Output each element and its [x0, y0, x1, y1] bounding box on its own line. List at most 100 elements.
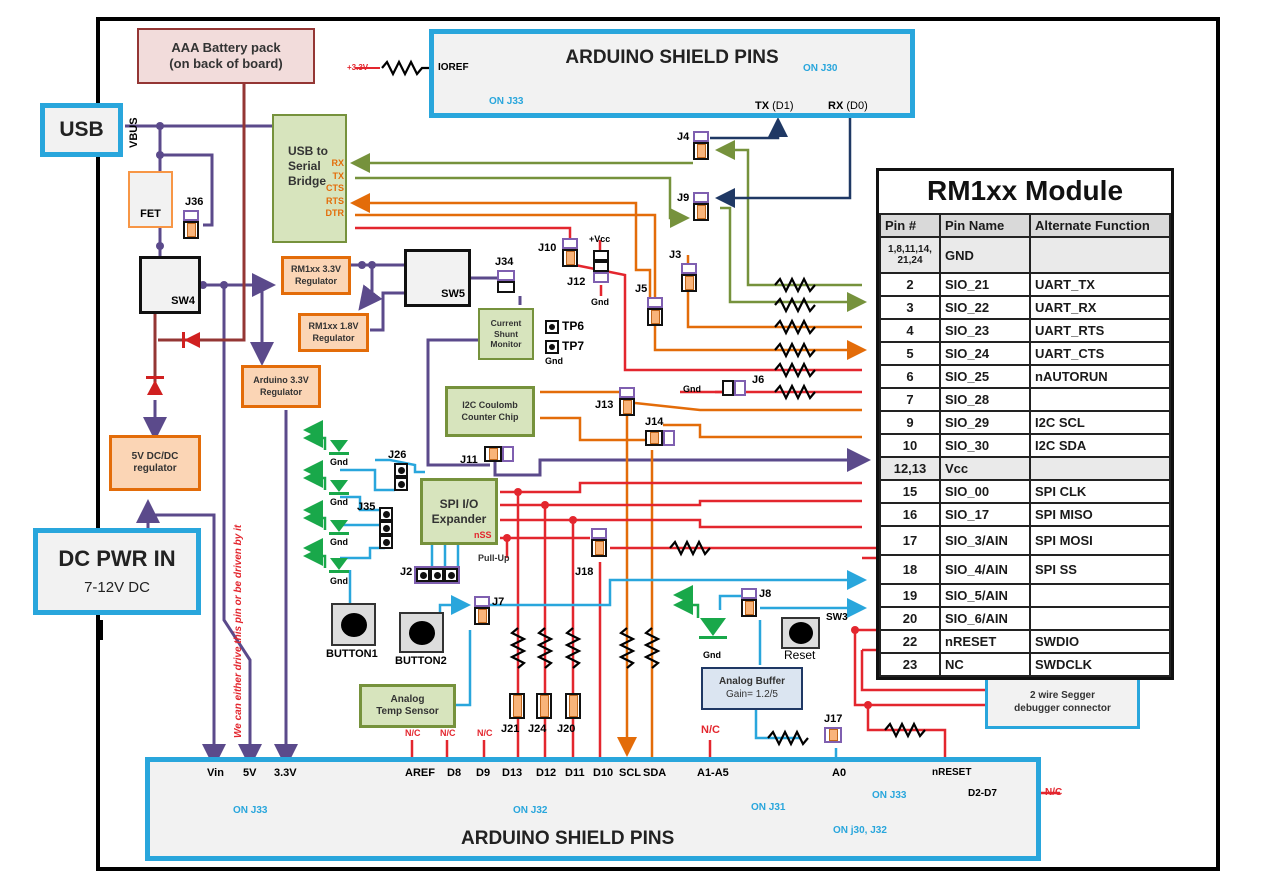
jumper-label: J11 [460, 454, 478, 466]
jumper-j34[interactable] [497, 270, 515, 293]
gnd-label: Gnd [330, 576, 348, 586]
jumper-j13[interactable] [619, 387, 635, 416]
jumper-contact [647, 308, 663, 326]
pin-cell-pin: 1,8,11,14, 21,24 [879, 236, 941, 274]
pin-cell-alt: SPI SS [1029, 554, 1171, 585]
button2[interactable] [399, 612, 444, 653]
jumper-j5[interactable] [647, 297, 663, 326]
jumper-j4[interactable] [693, 131, 709, 160]
jumper-j36[interactable] [183, 210, 199, 239]
ioref-note: ON J33 [489, 96, 524, 107]
shield-pin-5v: 5V [243, 767, 257, 779]
jumper-contact [539, 695, 549, 717]
usb-connector: USB [40, 103, 123, 157]
pin-cell-name: Vcc [939, 456, 1031, 481]
tp6-label: TP6 [562, 319, 585, 333]
jumper-contact [433, 571, 441, 579]
sw5-switch[interactable]: SW5 [404, 249, 471, 307]
pin-cell-name: SIO_4/AIN [939, 554, 1031, 585]
shield-pin-sda: SDA [643, 767, 667, 779]
jumper-contact [722, 380, 734, 396]
pin-cell-name: SIO_25 [939, 364, 1031, 389]
jumper-j17[interactable] [824, 727, 842, 743]
jumper-contact [488, 448, 498, 460]
jumper-contact [593, 272, 609, 283]
tp7-label: TP7 [562, 339, 585, 353]
jumper-contact [474, 607, 490, 625]
jumper-j11[interactable] [484, 446, 514, 462]
jumper-contact [593, 261, 609, 272]
jumper-j9[interactable] [693, 192, 709, 221]
jumper-j24[interactable] [536, 693, 552, 719]
pin-cell-name: SIO_00 [939, 479, 1031, 504]
jumper-contact [693, 131, 709, 142]
ioref-label: IOREF [438, 62, 469, 73]
shield-pin-d8: D8 [447, 767, 462, 779]
jumper-label: J10 [538, 242, 557, 254]
jumper-contact [444, 568, 458, 582]
jumper-contact [591, 539, 607, 557]
jumper-j10[interactable] [562, 238, 578, 267]
jumper-j26[interactable] [394, 463, 408, 491]
jumper-contact [650, 310, 660, 324]
pin-cell-name: nRESET [939, 629, 1031, 654]
jumper-contact [379, 507, 393, 521]
button1[interactable] [331, 603, 376, 646]
jumper-j3[interactable] [681, 263, 697, 292]
jumper-contact [565, 693, 581, 719]
jumper-contact [568, 695, 578, 717]
reset-button-sw3[interactable] [781, 617, 820, 649]
jumper-contact [419, 571, 427, 579]
pin-cell-pin: 18 [879, 554, 941, 585]
jumper-label: J18 [575, 566, 594, 578]
pin-cell-name: SIO_6/AIN [939, 606, 1031, 631]
jumper-contact [593, 250, 609, 261]
pin-cell-alt: SPI MISO [1029, 502, 1171, 527]
jumper-j20[interactable] [565, 693, 581, 719]
jumper-j2[interactable] [414, 566, 460, 584]
pin-cell-alt: SWDIO [1029, 629, 1171, 654]
ioref-supply: +3.3V [347, 63, 369, 72]
pin-cell-name: SIO_17 [939, 502, 1031, 527]
nss-label: nSS [474, 530, 492, 540]
analog-note: ON J31 [751, 802, 786, 813]
nc-label: N/C [477, 728, 493, 738]
power-wires [125, 124, 871, 768]
gnd-label: Gnd [330, 497, 348, 507]
jumper-j18[interactable] [591, 528, 607, 557]
jumper-contact [186, 223, 196, 237]
sw4-switch[interactable]: SW4 [139, 256, 201, 314]
jumper-j12[interactable] [593, 250, 609, 283]
col-name: Pin Name [939, 213, 1031, 238]
digital-note: ON J32 [513, 805, 548, 816]
jumper-contact [382, 524, 390, 532]
jumper-contact [562, 238, 578, 249]
jumper-j8[interactable] [741, 588, 757, 617]
jumper-contact [430, 568, 444, 582]
nreset-note: ON J33 [872, 790, 907, 801]
jumper-j7[interactable] [474, 596, 490, 625]
jumper-contact [722, 380, 746, 396]
jumper-j21[interactable] [509, 693, 525, 719]
nreset-pin: nRESET [932, 767, 972, 778]
jumper-contact [536, 693, 552, 719]
jumper-label: J9 [677, 192, 690, 204]
tx-d1-pin: TX (D1) [755, 100, 794, 112]
drive-pin-note: We can either drive this pin or be drive… [233, 524, 244, 738]
jumper-contact [619, 398, 635, 416]
jumper-contact [649, 432, 659, 444]
jumper-j14[interactable] [645, 430, 675, 446]
jumper-j35[interactable] [379, 507, 393, 549]
pin-cell-alt [1029, 456, 1171, 481]
jumper-contact [447, 571, 455, 579]
pin-cell-alt: SPI CLK [1029, 479, 1171, 504]
jumper-j6[interactable] [722, 380, 746, 396]
